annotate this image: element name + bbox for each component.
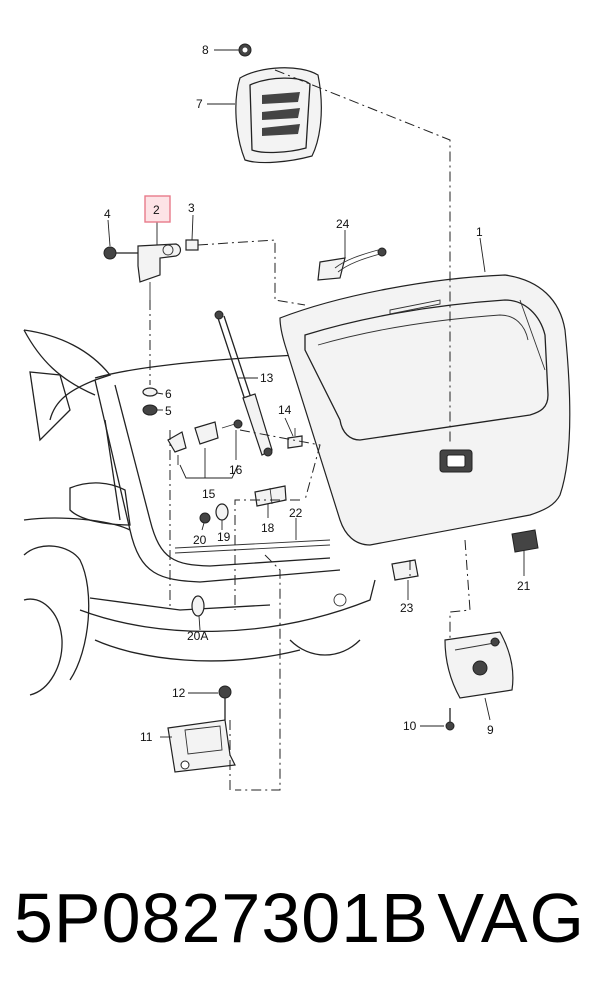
- part-number-label: 5P0827301B: [14, 879, 429, 957]
- callout-20a: 20A: [187, 629, 208, 643]
- callout-7: 7: [196, 97, 203, 111]
- exploded-parts-diagram: 8 7 4 2 3 24 1 13 6 5 14 16 15 18 22 20 …: [23, 43, 571, 791]
- callout-21: 21: [517, 579, 531, 593]
- highlighted-callout-box: [144, 195, 171, 223]
- callout-8: 8: [202, 43, 209, 57]
- callout-23: 23: [400, 601, 414, 615]
- bolt-part-12: [218, 685, 232, 720]
- callout-4: 4: [104, 207, 111, 221]
- gas-strut-part-13: [214, 310, 273, 457]
- buffer-part-20: [199, 512, 211, 524]
- screw-part-8: [238, 43, 252, 57]
- callout-1: 1: [476, 225, 483, 239]
- callout-5: 5: [165, 404, 172, 418]
- leader-lines: [107, 49, 525, 738]
- clip-part-14: [287, 428, 303, 449]
- car-body-outline: [23, 329, 376, 696]
- callout-6: 6: [165, 387, 172, 401]
- callout-18: 18: [261, 521, 275, 535]
- hinge-part-2: [137, 243, 182, 300]
- pin-part-3: [185, 239, 199, 251]
- emblem-part-7: [235, 67, 322, 164]
- callout-15: 15: [202, 487, 216, 501]
- callout-19: 19: [217, 530, 231, 544]
- callout-13: 13: [260, 371, 274, 385]
- bracket-part-23: [391, 559, 419, 581]
- bushing-part-18: [254, 485, 287, 507]
- washer-part-6: [142, 387, 158, 397]
- hinge-part-11: [167, 719, 236, 773]
- callout-3: 3: [188, 201, 195, 215]
- nut-part-5: [142, 404, 158, 416]
- callout-16: 16: [229, 463, 243, 477]
- lock-part-9: [444, 631, 514, 699]
- footer-caption: 5P0827301B VAG: [0, 868, 600, 978]
- buffer-part-20a: [191, 595, 205, 617]
- callout-24: 24: [336, 217, 350, 231]
- callout-14: 14: [278, 403, 292, 417]
- callout-2: 2: [153, 203, 160, 217]
- callout-11: 11: [140, 730, 153, 744]
- tailgate-panel: [279, 274, 571, 546]
- callout-10: 10: [403, 719, 417, 733]
- cable-part-24: [317, 247, 387, 281]
- callout-9: 9: [487, 723, 494, 737]
- callout-20: 20: [193, 533, 207, 547]
- callout-labels: 8 7 4 2 3 24 1 13 6 5 14 16 15 18 22 20 …: [104, 43, 531, 744]
- bumper-part-21: [511, 529, 539, 553]
- bracket-assembly-part-15: [167, 419, 243, 479]
- callout-22: 22: [289, 506, 303, 520]
- screw-part-10: [445, 708, 455, 731]
- grommet-part-19: [215, 503, 229, 521]
- brand-label: VAG: [437, 879, 586, 957]
- assembly-lines: [149, 69, 471, 791]
- callout-12: 12: [172, 686, 186, 700]
- bolt-part-4: [103, 246, 138, 260]
